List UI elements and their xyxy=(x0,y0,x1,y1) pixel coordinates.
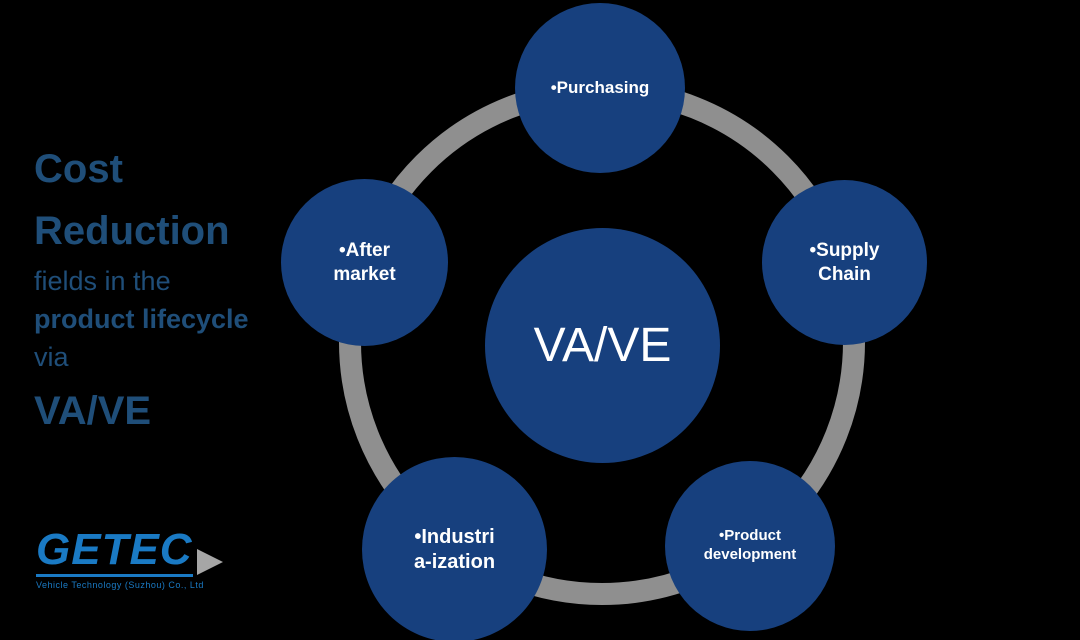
center-label: VA/VE xyxy=(533,319,672,372)
title-line-reduction: Reduction xyxy=(34,209,230,253)
node-product-development-label-line1: •Product xyxy=(719,527,781,545)
center-circle: VA/VE xyxy=(485,228,720,463)
subtitle-fields: fields in the xyxy=(34,266,171,296)
subtitle-vave: VA/VE xyxy=(34,389,152,433)
node-product-development: •Product development xyxy=(665,461,835,631)
node-industrialization-label-line2: a-ization xyxy=(413,550,496,573)
subtitle-via: via xyxy=(34,342,69,372)
node-supply-chain-label-line1: •Supply xyxy=(809,239,880,261)
node-after-market-label-line1: •After xyxy=(339,239,390,261)
node-supply-chain: •Supply Chain xyxy=(762,180,927,345)
logo-arrow-icon xyxy=(196,549,223,575)
title-block: Cost Reduction fields in the product lif… xyxy=(34,138,249,438)
node-industrialization-label-line1: •Industri xyxy=(414,525,495,548)
logo-text: GETEC xyxy=(36,528,193,577)
node-industrialization: •Industri a-ization xyxy=(362,457,547,640)
node-supply-chain-label-line2: Chain xyxy=(818,263,871,285)
node-purchasing-label: •Purchasing xyxy=(550,78,650,98)
node-after-market-label-line2: market xyxy=(333,263,396,285)
logo-row: GETEC xyxy=(36,528,246,577)
title-line-cost: Cost xyxy=(34,147,123,191)
logo-subtext: Vehicle Technology (Suzhou) Co., Ltd xyxy=(36,580,204,590)
node-after-market: •After market xyxy=(281,179,448,346)
subtitle-product-lifecycle: product lifecycle xyxy=(34,304,249,334)
node-product-development-label-line2: development xyxy=(703,546,797,563)
getec-logo: GETEC Vehicle Technology (Suzhou) Co., L… xyxy=(36,528,246,590)
node-purchasing: •Purchasing xyxy=(515,3,685,173)
